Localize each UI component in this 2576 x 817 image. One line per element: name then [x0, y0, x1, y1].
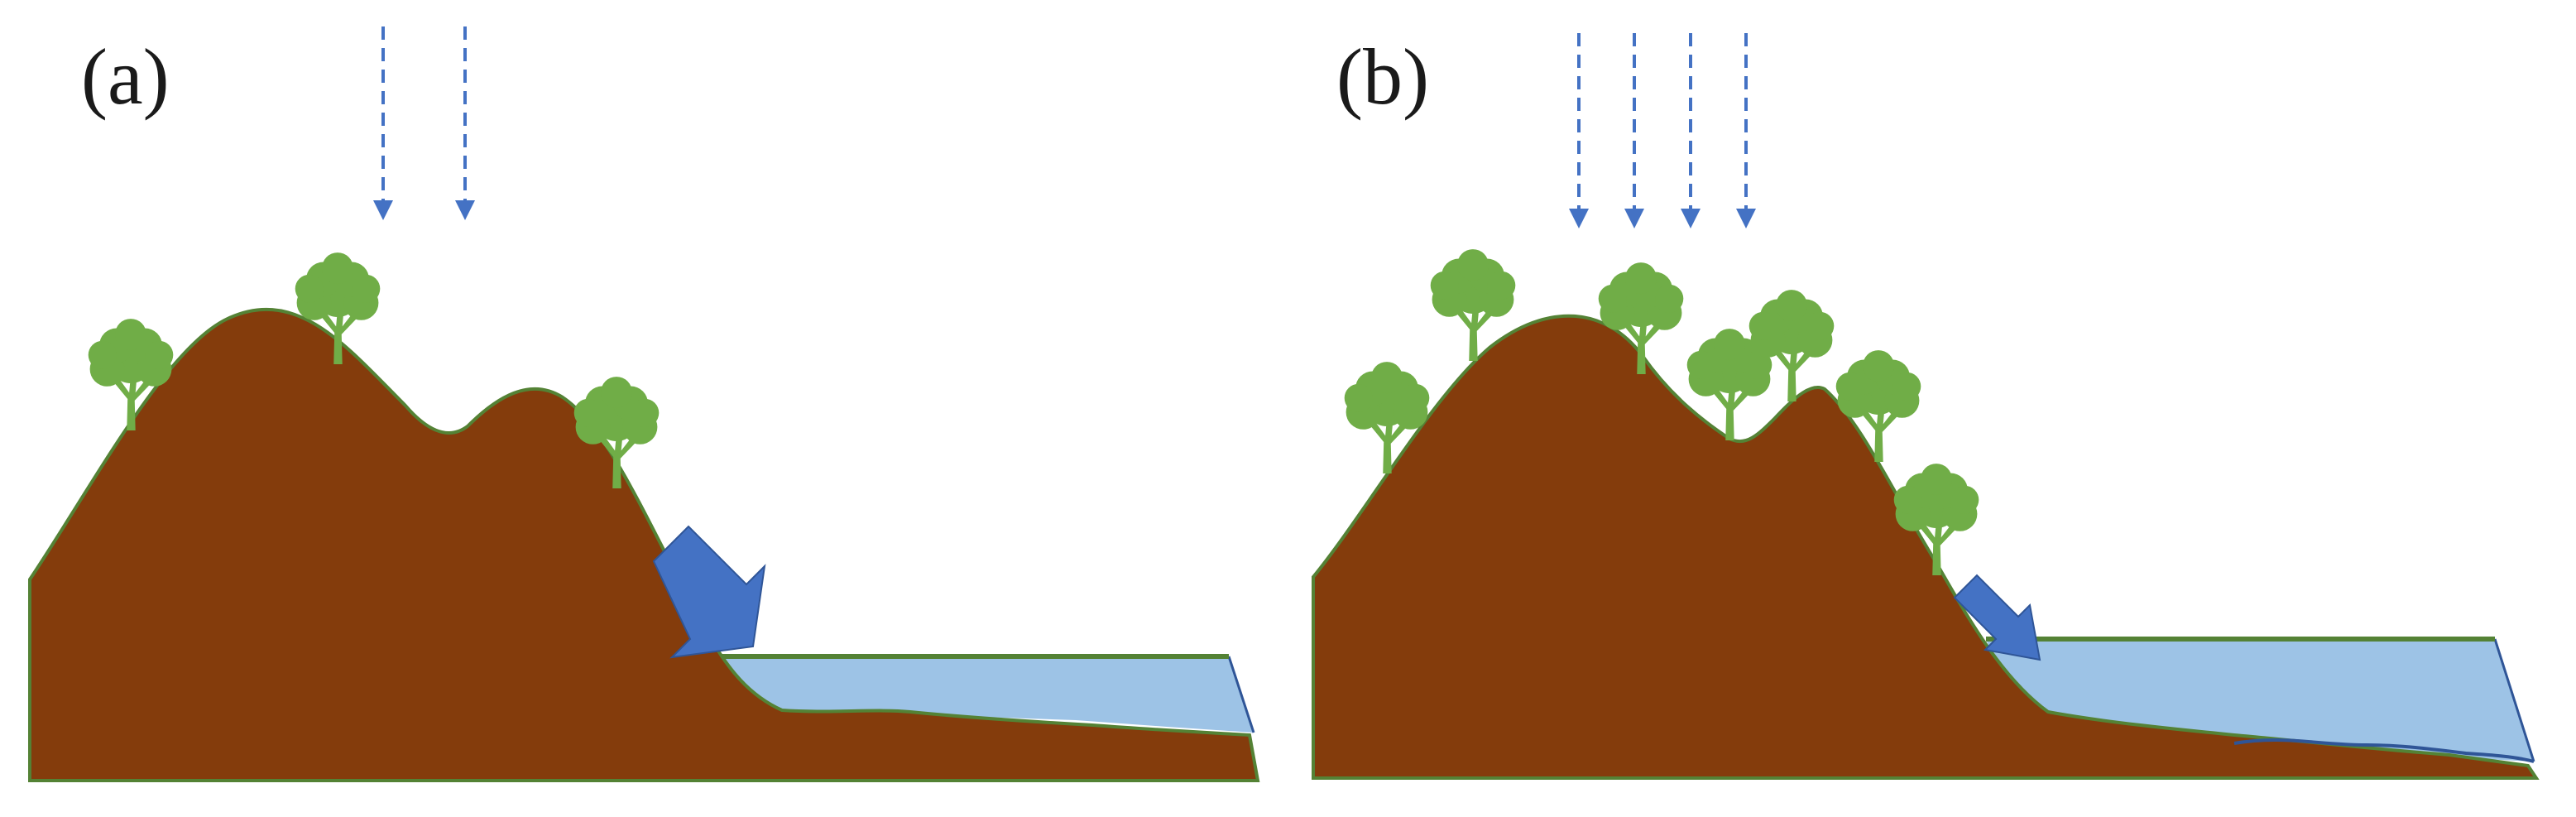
water-body-b — [1986, 639, 2534, 762]
water-edge-a — [1227, 656, 1255, 733]
rain-arrow — [455, 26, 475, 220]
sediment-line-b — [2233, 738, 2535, 763]
rain-arrows-b — [1569, 33, 1756, 228]
rain-arrow — [1681, 33, 1701, 228]
panel-b: (b) — [1312, 32, 2540, 780]
panel-a: (a) — [28, 26, 1260, 782]
rain-arrow — [1736, 33, 1756, 228]
rain-arrow — [373, 26, 393, 220]
rain-arrow — [1624, 33, 1644, 228]
runoff-arrow-a — [652, 525, 766, 659]
water-body-a — [710, 656, 1254, 733]
water-edge-b — [2493, 638, 2535, 762]
rain-arrows-a — [373, 26, 475, 220]
runoff-arrow-b — [1953, 574, 2041, 661]
hillside-soil-b — [1312, 314, 2540, 780]
rain-arrow — [1569, 33, 1589, 228]
hillside-soil-a — [28, 307, 1260, 782]
panel-a-label: (a) — [81, 32, 170, 121]
panel-b-label: (b) — [1336, 32, 1429, 121]
